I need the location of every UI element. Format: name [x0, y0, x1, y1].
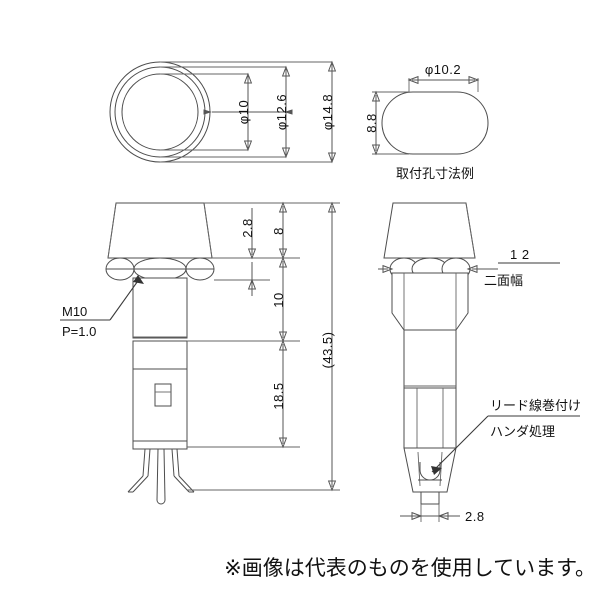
dimension-2p8-bottom: 2.8 [400, 504, 485, 524]
top-view-extension-lines [160, 61, 332, 163]
mounting-hole-detail: φ10.2 8.8 取付孔寸法例 [364, 62, 488, 182]
dimension-label-hole-width: φ10.2 [425, 62, 461, 77]
dimension-phi148: φ14.8 [320, 60, 337, 164]
dimension-phi10: φ10 [203, 72, 293, 152]
dimension-label-8: 8 [271, 227, 286, 235]
front-view-extension-lines [187, 202, 340, 491]
thread-spec-callout: M10 P=1.0 [60, 275, 144, 339]
side-view-body [383, 202, 476, 505]
thread-spec-line1: M10 [62, 304, 87, 319]
representative-image-note: ※画像は代表のものを使用しています。 [224, 556, 596, 580]
dimension-10: 10 [271, 256, 288, 343]
dimension-label-2p8-bottom: 2.8 [465, 509, 485, 524]
front-view-body [105, 202, 215, 504]
top-view-concentric-circles [110, 62, 210, 162]
dimension-label-43p5: (43.5) [320, 332, 335, 369]
dimension-label-18p5: 18.5 [271, 382, 286, 409]
dimension-label-phi126: φ12.6 [274, 94, 289, 130]
dimension-label-10: 10 [271, 292, 286, 307]
across-flats-label: 二面幅 [484, 274, 523, 289]
across-flats-callout: 1 2 二面幅 [378, 247, 560, 289]
dimension-18p5: 18.5 [271, 339, 288, 449]
lead-wire-note-line1: リード線巻付け [490, 398, 581, 414]
dimension-label-phi148: φ14.8 [320, 94, 335, 130]
across-flats-value: 1 2 [510, 247, 530, 262]
dimension-label-hole-height: 8.8 [364, 113, 379, 133]
dimension-phi126: φ12.6 [274, 65, 291, 159]
dimension-label-phi10: φ10 [236, 100, 251, 124]
lead-wire-note-line2: ハンダ処理 [490, 425, 555, 440]
dimension-43p5-overall: (43.5) [320, 201, 337, 492]
thread-spec-line2: P=1.0 [62, 324, 96, 339]
dimension-8: 8 [271, 201, 288, 260]
dimension-label-2p8-top: 2.8 [240, 218, 255, 238]
mounting-hole-caption: 取付孔寸法例 [396, 167, 474, 182]
lead-wire-solder-callout: リード線巻付け ハンダ処理 [431, 398, 581, 475]
dimension-2p8-top: 2.8 [240, 208, 257, 296]
